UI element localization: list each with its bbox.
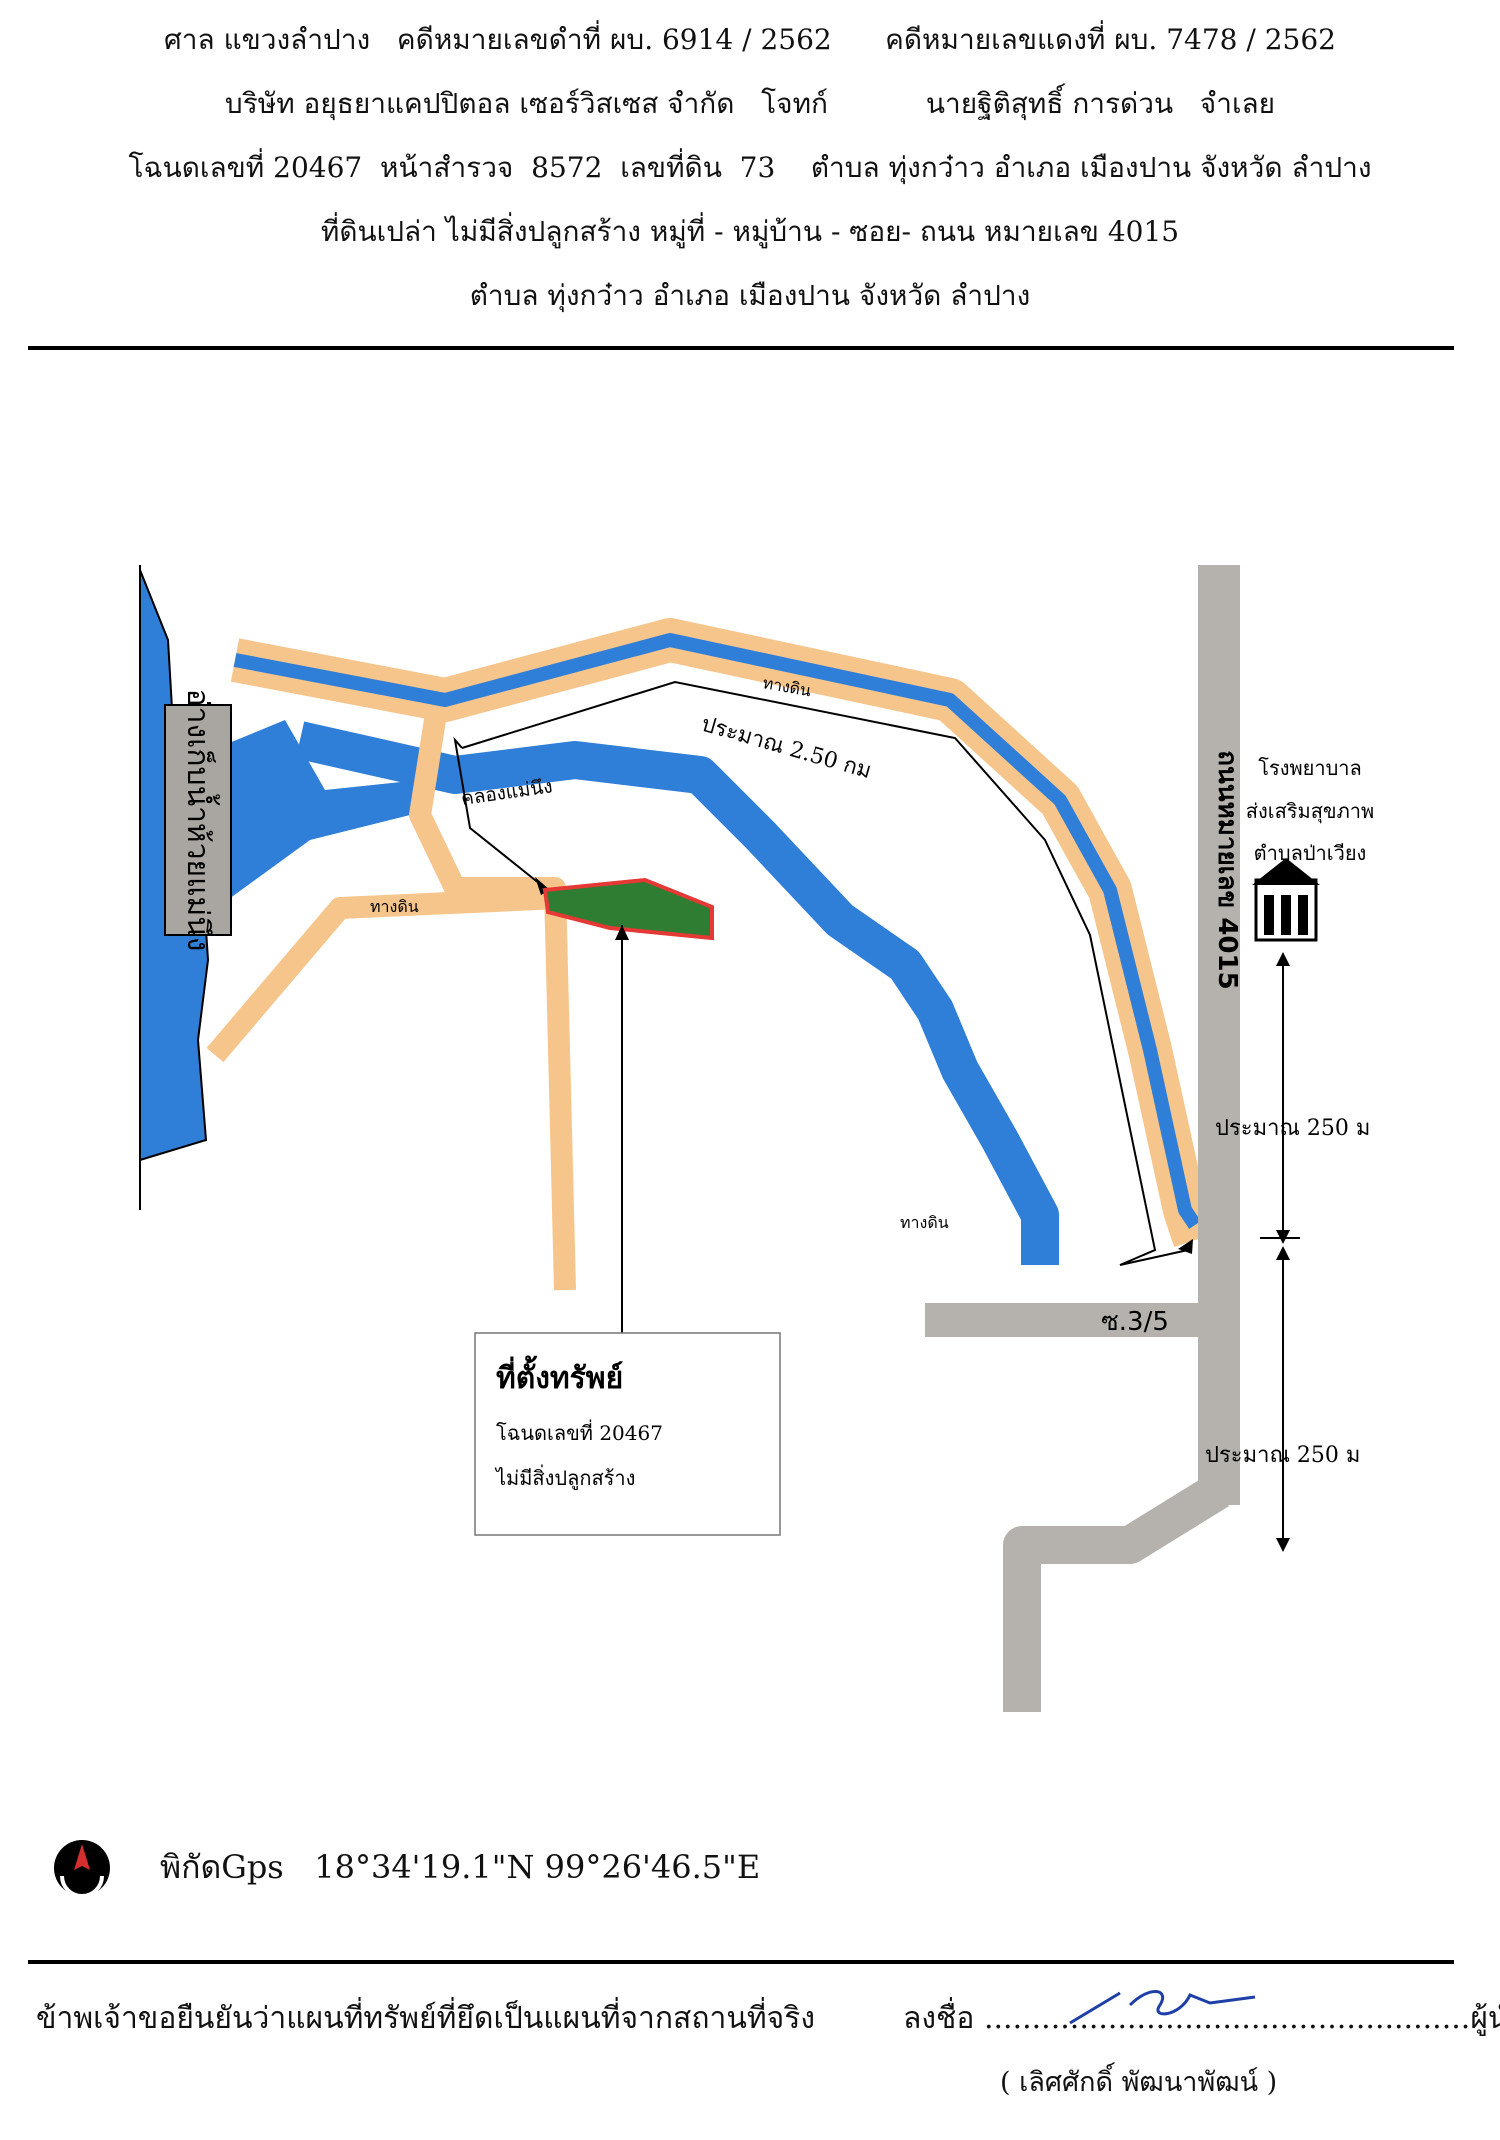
soi-label: ซ.3/5 [1101,1307,1169,1337]
soi-3-5-road [925,1303,1200,1337]
distance-lower-label: ประมาณ 250 ม [1205,1443,1360,1468]
header-line-land: ที่ดินเปล่า ไม่มีสิ่งปลูกสร้าง หมู่ที่ -… [320,215,1180,248]
sign-suffix: ผู้นำยึด [1470,2001,1500,2036]
header-line-deed: โฉนดเลขที่ 20467 หน้าสำรวจ 8572 เลขที่ดิ… [128,151,1372,184]
property-info-box: ที่ตั้งทรัพย์ โฉนดเลขที่ 20467 ไม่มีสิ่ง… [474,1332,781,1536]
reservoir-label-box: อ่างเก็บน้ำห้วยแม่นึง [164,689,232,952]
sign-prefix: ลงชื่อ [903,2001,975,2036]
signer-name: ( เลิศศักดิ์ พัฒนาพัฒน์ ) [1000,2067,1278,2098]
hospital-label-line1: โรงพยาบาล [1258,756,1362,780]
highway-south-bend [1003,1473,1229,1712]
highway-label: ถนนหมายเลข 4015 [1212,750,1242,989]
dirt-road-label-east: ทางดิน [900,1213,949,1232]
hospital-label-line3: ตำบลป่าเวียง [1254,841,1367,865]
gps-coordinates: พิกัดGps 18°34'19.1"N 99°26'46.5"E [160,1848,761,1886]
property-pointer-head [615,925,629,940]
dirt-road-label-west: ทางดิน [370,897,419,916]
compass-icon [54,1840,110,1898]
canal [295,721,1059,1265]
dirt-road-southwest [206,887,561,1063]
header-divider [28,346,1454,350]
declaration-text: ข้าพเจ้าขอยืนยันว่าแผนที่ทรัพย์ที่ยึดเป็… [36,2001,816,2036]
header-line-parties: บริษัท อยุธยาแคปปิตอล เซอร์วิสเซส จำกัด … [224,87,1276,120]
footer-divider [28,1960,1454,1964]
distance-upper-arrow-top [1276,952,1290,966]
property-title: ที่ตั้งทรัพย์ [496,1355,623,1396]
signature-mark [1069,1990,1256,2025]
canal-north [233,633,1201,1229]
reservoir-label: อ่างเก็บน้ำห้วยแม่นึง [180,689,220,952]
reservoir-inlet [200,720,430,920]
distance-lower-arrow-bottom [1276,1538,1290,1552]
distance-lower-arrow-top [1276,1246,1290,1260]
dirt-road-west [409,718,576,1291]
route-line-west [453,736,546,889]
distance-upper-label: ประมาณ 250 ม [1215,1116,1370,1141]
property-deed: โฉนดเลขที่ 20467 [496,1419,663,1445]
hospital-label-line2: ส่งเสริมสุขภาพ [1246,799,1374,824]
property-parcel [542,877,714,941]
header-line-location: ตำบล ทุ่งกว๋าว อำเภอ เมืองปาน จังหวัด ลำ… [469,279,1031,312]
header-line-court: ศาล แขวงลำปาง คดีหมายเลขดำที่ ผบ. 6914 /… [164,23,1336,56]
highway-4015 [1198,565,1240,1505]
route-line [461,680,1189,1266]
property-note: ไม่มีสิ่งปลูกสร้าง [494,1464,635,1491]
signature-line: ลงชื่อ .................................… [903,1995,1500,2042]
route-arrow [1178,1239,1193,1254]
hospital-icon [1252,858,1320,942]
